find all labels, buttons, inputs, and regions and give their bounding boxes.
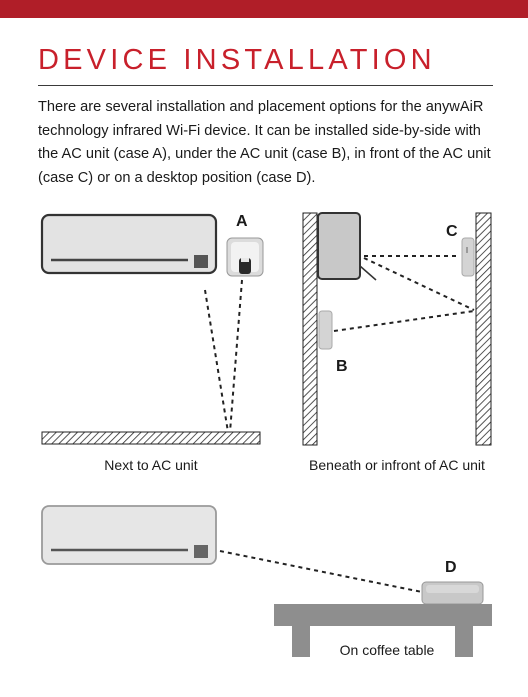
case-label-d: D [445,559,457,576]
left-wall-hatch [302,212,318,446]
caption-coffee-table: On coffee table [340,642,435,658]
ir-beam-d [219,550,423,593]
caption-next-to-ac: Next to AC unit [104,457,197,473]
ac-unit-d [41,505,217,565]
ac-unit-side-view [317,212,361,280]
ir-beam-a2 [229,279,243,433]
case-label-c: C [446,223,458,240]
case-label-a: A [236,213,248,230]
top-accent-bar [0,0,528,18]
coffee-table [274,604,492,657]
ir-beam-reflect [363,257,475,311]
intro-paragraph: There are several installation and place… [38,99,491,186]
diagram-beneath-ac: C B Beneath or infront of AC unit [302,212,492,473]
floor-hatch [41,431,261,445]
device-a [226,237,264,277]
ac-louver [359,265,377,281]
device-c [461,237,475,277]
page-title: DEVICE INSTALLATION [38,44,436,76]
ir-beam-a1 [204,289,229,433]
caption-beneath-ac: Beneath or infront of AC unit [309,457,485,473]
ir-beam-b [333,310,475,332]
diagram-next-to-ac: A Next to AC unit [40,213,264,473]
title-divider [38,85,493,86]
ac-unit-a [40,213,218,275]
right-wall-hatch [475,212,492,446]
diagram-coffee-table: D On coffee table [41,505,492,658]
device-b [318,310,333,350]
case-label-b: B [336,358,348,375]
